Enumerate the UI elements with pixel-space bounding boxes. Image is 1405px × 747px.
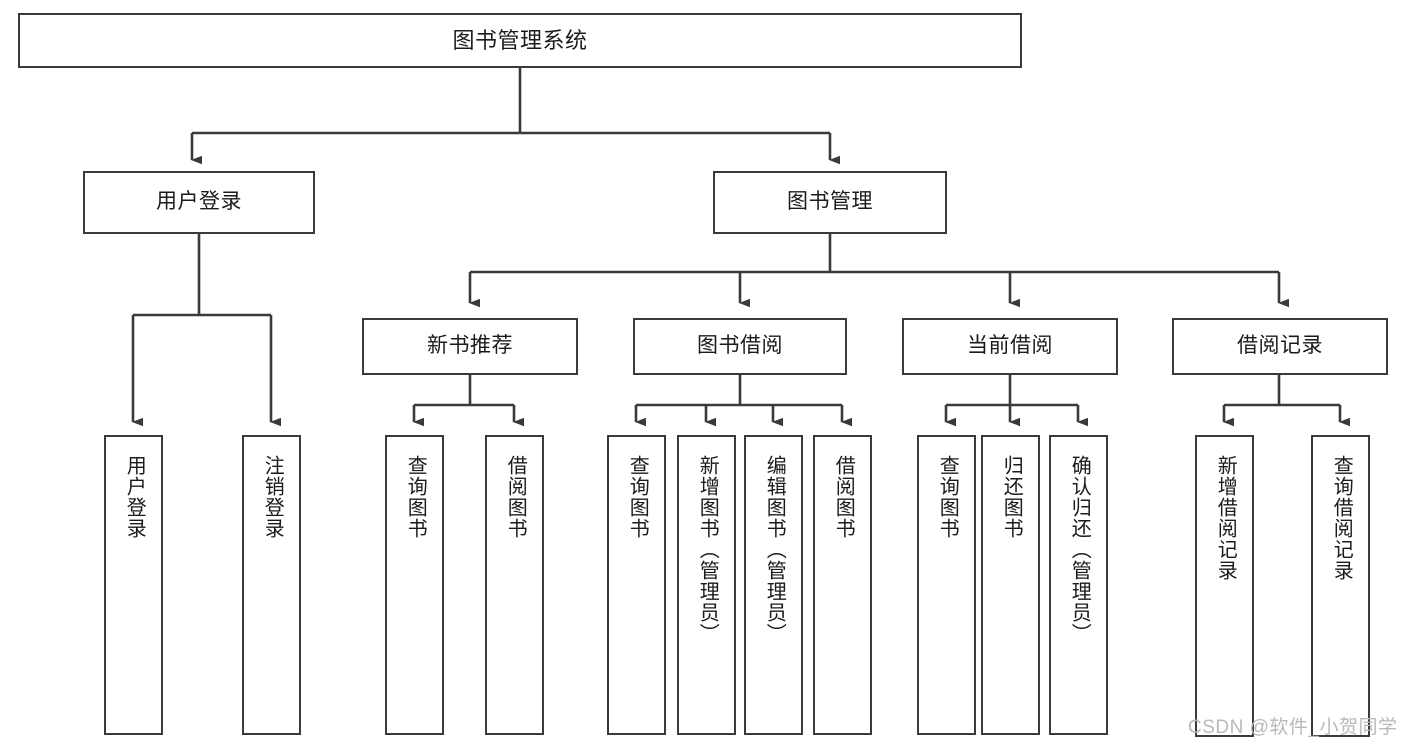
node-user-login[interactable]: 用户登录 [83, 171, 315, 234]
leaf-borrow-query-book[interactable]: 查询图书 [607, 435, 666, 735]
node-root-system[interactable]: 图书管理系统 [18, 13, 1022, 68]
leaf-user-login-signin[interactable]: 用户登录 [104, 435, 163, 735]
node-borrow-record[interactable]: 借阅记录 [1172, 318, 1388, 375]
leaf-recommend-borrow-book[interactable]: 借阅图书 [485, 435, 544, 735]
node-label: 借阅记录 [1237, 334, 1323, 358]
leaf-borrow-borrow-book[interactable]: 借阅图书 [813, 435, 872, 735]
leaf-record-query-borrow-record[interactable]: 查询借阅记录 [1311, 435, 1370, 737]
leaf-user-login-signout[interactable]: 注销登录 [242, 435, 301, 735]
node-label: 查询图书 [626, 455, 649, 539]
node-label: 用户登录 [123, 455, 146, 539]
leaf-recommend-query-book[interactable]: 查询图书 [385, 435, 444, 735]
node-label: 查询图书 [936, 455, 959, 539]
node-label: 新增图书（管理员） [696, 455, 719, 644]
leaf-borrow-add-book-admin[interactable]: 新增图书（管理员） [677, 435, 736, 735]
leaf-current-confirm-return-admin[interactable]: 确认归还（管理员） [1049, 435, 1108, 735]
node-label: 确认归还（管理员） [1068, 455, 1091, 644]
node-label: 编辑图书（管理员） [763, 455, 786, 644]
node-label: 注销登录 [261, 455, 284, 539]
node-label: 新书推荐 [427, 334, 513, 358]
node-label: 借阅图书 [504, 455, 527, 539]
node-book-borrow[interactable]: 图书借阅 [633, 318, 847, 375]
node-book-management[interactable]: 图书管理 [713, 171, 947, 234]
leaf-borrow-edit-book-admin[interactable]: 编辑图书（管理员） [744, 435, 803, 735]
node-label: 当前借阅 [967, 334, 1053, 358]
leaf-current-return-book[interactable]: 归还图书 [981, 435, 1040, 735]
node-label: 用户登录 [156, 190, 242, 214]
node-label: 查询图书 [404, 455, 427, 539]
node-label: 图书借阅 [697, 334, 783, 358]
node-label: 借阅图书 [832, 455, 855, 539]
watermark-text: CSDN @软件_小贺同学 [1188, 717, 1398, 738]
node-new-book-recommend[interactable]: 新书推荐 [362, 318, 578, 375]
node-current-borrow[interactable]: 当前借阅 [902, 318, 1118, 375]
leaf-record-add-borrow-record[interactable]: 新增借阅记录 [1195, 435, 1254, 737]
node-label: 图书管理 [787, 190, 873, 214]
node-label: 新增借阅记录 [1214, 455, 1237, 581]
leaf-current-query-book[interactable]: 查询图书 [917, 435, 976, 735]
node-label: 图书管理系统 [452, 27, 588, 53]
node-label: 查询借阅记录 [1330, 455, 1353, 581]
node-label: 归还图书 [1000, 455, 1023, 539]
